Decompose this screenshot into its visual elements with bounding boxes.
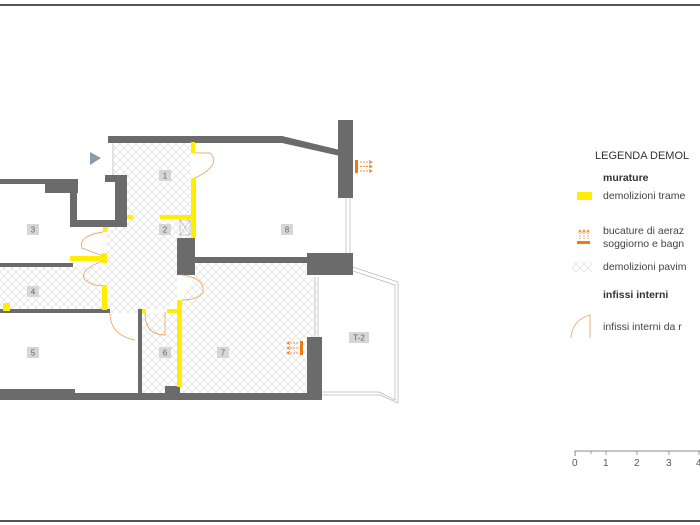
legend-vent-icon bbox=[577, 229, 590, 244]
scale-label-3: 3 bbox=[666, 458, 672, 469]
svg-text:5: 5 bbox=[31, 349, 36, 358]
room-label-5: 5 bbox=[27, 347, 39, 358]
scale-label-1: 1 bbox=[603, 458, 609, 469]
room-label-t2: T-2 bbox=[349, 332, 369, 343]
door-swings bbox=[81, 152, 215, 341]
wall-demolitions bbox=[3, 142, 196, 387]
room-label-7: 7 bbox=[217, 347, 229, 358]
scale-bar bbox=[574, 450, 700, 456]
vent-icon bbox=[286, 341, 303, 355]
scale-label-4: 4 bbox=[696, 458, 700, 469]
entry-arrow-icon bbox=[90, 152, 101, 165]
frame-top-border bbox=[0, 4, 700, 6]
svg-text:T-2: T-2 bbox=[353, 334, 365, 343]
svg-text:7: 7 bbox=[221, 349, 226, 358]
legend-floor-hatch-swatch bbox=[572, 262, 592, 272]
scale-label-0: 0 bbox=[572, 458, 578, 469]
room-label-4: 4 bbox=[27, 286, 39, 297]
walls bbox=[0, 120, 353, 400]
svg-text:2: 2 bbox=[163, 226, 168, 235]
room-label-1: 1 bbox=[159, 170, 171, 181]
room-label-6: 6 bbox=[159, 347, 171, 358]
scale-label-2: 2 bbox=[634, 458, 640, 469]
legend-door-arc-icon bbox=[570, 314, 591, 339]
svg-text:3: 3 bbox=[31, 226, 36, 235]
room-label-8: 8 bbox=[281, 224, 293, 235]
svg-text:8: 8 bbox=[285, 226, 290, 235]
legend-demolition-swatch bbox=[577, 192, 592, 200]
balcony-outline bbox=[322, 266, 399, 404]
frame-bottom-border bbox=[0, 520, 700, 522]
floor-demolition-hatch bbox=[0, 143, 317, 393]
room-label-2: 2 bbox=[159, 224, 171, 235]
vent-icon bbox=[355, 160, 373, 173]
shaft-symbol bbox=[179, 219, 191, 236]
room-label-3: 3 bbox=[27, 224, 39, 235]
svg-text:1: 1 bbox=[163, 172, 168, 181]
svg-text:6: 6 bbox=[163, 349, 168, 358]
svg-text:4: 4 bbox=[31, 288, 36, 297]
windows bbox=[112, 143, 351, 337]
